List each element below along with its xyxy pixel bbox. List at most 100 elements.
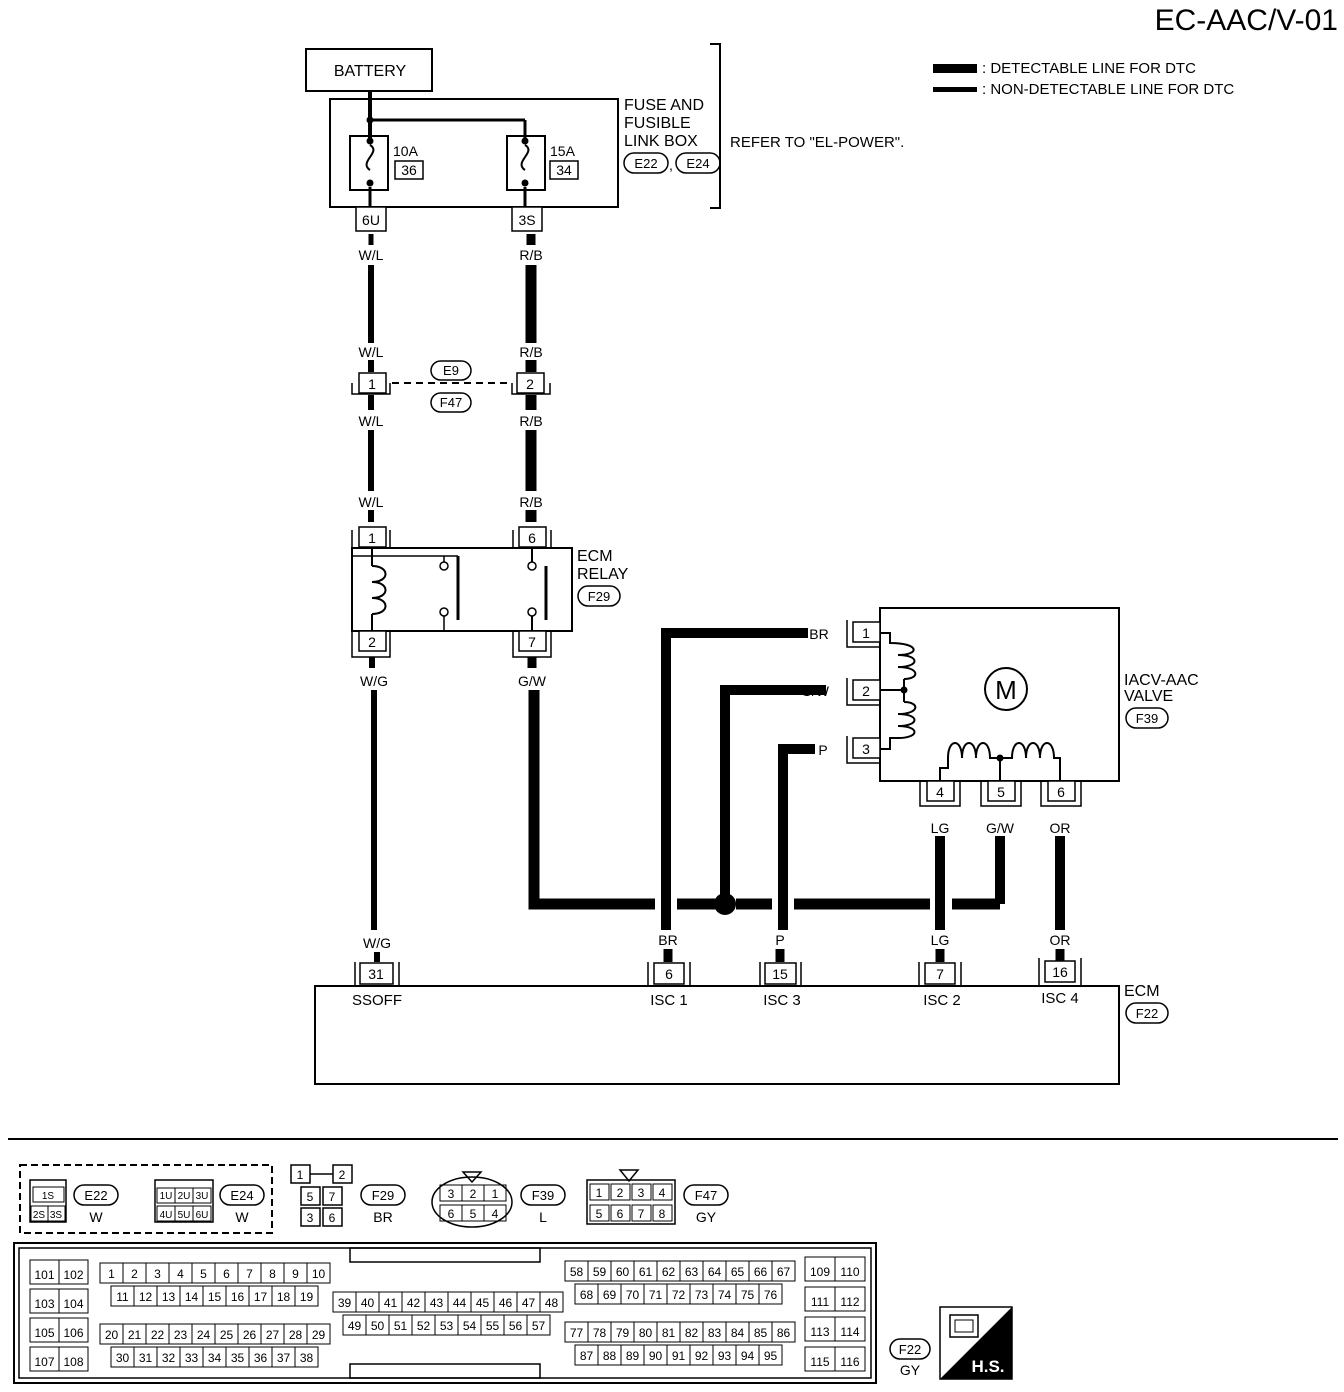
valve-pin-3: 3: [862, 741, 870, 757]
f39-cells: [431, 1171, 513, 1228]
wire-label-r-b-2: R/B: [519, 344, 542, 360]
fuse-15a-number: 34: [556, 162, 572, 178]
f22-pin-label: 66: [754, 1265, 768, 1279]
f22-pin-label: 44: [453, 1296, 467, 1310]
e24-cell-1u: 1U: [160, 1191, 173, 1202]
f22-pin-label: 35: [231, 1351, 245, 1365]
relay-pin-2: 2: [368, 634, 376, 650]
f39-cell-1: 1: [492, 1187, 499, 1201]
f22-pin-label: 20: [105, 1328, 119, 1342]
iacv-title-1: IACV-AAC: [1124, 672, 1199, 689]
f22-pin-cell: [771, 1260, 796, 1282]
valve-pin-6: 6: [1057, 784, 1065, 800]
f22-pin-label: 82: [685, 1326, 699, 1340]
f22-pin-label: 75: [741, 1288, 755, 1302]
f22-pin-label: 26: [243, 1328, 257, 1342]
f22-pin-label: 90: [649, 1349, 663, 1363]
f22-pin-label: 40: [361, 1296, 375, 1310]
valve-pin-1: 1: [862, 625, 870, 641]
f22-pin-label: 59: [593, 1265, 607, 1279]
f22-pin-label: 16: [231, 1290, 245, 1304]
e22-view-code: E22: [84, 1188, 107, 1203]
ecm-label: ECM: [1124, 983, 1160, 1000]
e24-cell-4u: 4U: [160, 1210, 173, 1221]
ecm-terminal-16: 16: [1052, 964, 1068, 980]
wire-label-lg-ecm: LG: [931, 932, 950, 948]
f22-pin-label: 63: [685, 1265, 699, 1279]
f22-pin-label: 76: [764, 1288, 778, 1302]
f22-pin-label: 115: [810, 1355, 829, 1369]
e22-cell-1s: 1S: [42, 1191, 55, 1202]
fuse-15a-icon: [506, 135, 546, 191]
ecm-terminal-ssoff: SSOFF: [352, 992, 402, 1009]
fuse-box-title-1: FUSE AND: [624, 97, 704, 114]
wire-label-w-l-2: W/L: [359, 344, 384, 360]
f22-pin-label: 77: [570, 1326, 584, 1340]
legend: : DETECTABLE LINE FOR DTC : NON-DETECTAB…: [933, 60, 1234, 98]
f22-pin-label: 45: [476, 1296, 490, 1310]
f22-pin-label: 3: [154, 1267, 161, 1281]
f22-pin-label: 5: [200, 1267, 207, 1281]
f22-pin-label: 84: [731, 1326, 745, 1340]
refer-el-power: REFER TO "EL-POWER".: [730, 134, 904, 151]
e22-cell-3s: 3S: [50, 1210, 63, 1221]
wire-r-b: R/B R/B R/B R/B: [519, 234, 543, 522]
f22-pin-label: 72: [672, 1288, 686, 1302]
wire-label-g-w-valve: G/W: [801, 683, 830, 699]
f22-pin-label: 81: [662, 1326, 676, 1340]
fuse-box: 10A 36 15A 34 6U 3S FUSE AND FUSIBLE LIN…: [329, 43, 904, 232]
battery-label: BATTERY: [334, 63, 407, 80]
joint-connector-e9: E9: [443, 363, 459, 378]
f22-pin-label: 88: [603, 1349, 617, 1363]
f22-pin-label: 58: [570, 1265, 584, 1279]
wire-label-w-l-4: W/L: [359, 494, 384, 510]
f22-pin-label: 21: [128, 1328, 142, 1342]
f39-view-code: F39: [532, 1188, 554, 1203]
f22-pin-cell: [834, 1286, 866, 1312]
f29-cells: [290, 1164, 353, 1227]
relay-coil-icon: [371, 548, 387, 631]
f22-pin-cell: [539, 1291, 564, 1313]
f22-pin-cell: [771, 1321, 796, 1343]
f22-pin-label: 47: [522, 1296, 536, 1310]
f22-pin-label: 65: [731, 1265, 745, 1279]
f39-cell-4: 4: [492, 1207, 499, 1221]
f22-pin-label: 32: [162, 1351, 176, 1365]
f29-cell-6: 6: [329, 1211, 336, 1225]
f22-pin-label: 87: [580, 1349, 594, 1363]
f22-pin-label: 67: [777, 1265, 791, 1279]
wire-label-g-w-relay: G/W: [518, 673, 547, 689]
f22-pin-label: 106: [63, 1326, 83, 1340]
ecm-terminal-isc2: ISC 2: [923, 992, 961, 1009]
f29-cell-2: 2: [339, 1168, 346, 1182]
motor-icon: M: [995, 675, 1017, 705]
f22-pin-cell: [758, 1283, 783, 1305]
ecm-terminal-isc4: ISC 4: [1041, 990, 1079, 1007]
f22-pin-label: 78: [593, 1326, 607, 1340]
fuse-box-connector-e22: E22: [634, 156, 657, 171]
f22-pin-label: 108: [63, 1355, 83, 1369]
ecm-relay-title-1: ECM: [577, 548, 613, 565]
wire-p: P P: [775, 742, 828, 962]
f29-view-color: BR: [373, 1209, 392, 1225]
wire-label-p-valve: P: [818, 742, 827, 758]
f22-pin-label: 33: [185, 1351, 199, 1365]
legend-detectable-swatch: [933, 64, 977, 73]
wire-label-w-l-1: W/L: [359, 247, 384, 263]
f22-pin-cell: [58, 1288, 89, 1314]
ecm-relay: 1 6 2 7 ECM RELAY F2: [351, 526, 629, 658]
f22-pin-label: 101: [34, 1268, 54, 1282]
f22-pin-label: 103: [34, 1297, 54, 1311]
f22-pin-cell: [526, 1314, 551, 1336]
f22-pin-label: 102: [63, 1268, 83, 1282]
f47-cell-6: 6: [617, 1207, 624, 1221]
f22-pin-label: 11: [116, 1290, 129, 1304]
f22-pin-label: 55: [486, 1319, 500, 1333]
f22-pin-label: 19: [300, 1290, 314, 1304]
f22-pin-label: 111: [811, 1295, 830, 1309]
f47-cells: [586, 1169, 676, 1225]
f22-pin-label: 13: [162, 1290, 176, 1304]
wire-w-l: W/L W/L W/L W/L: [359, 234, 384, 522]
f22-pin-label: 110: [840, 1265, 859, 1279]
